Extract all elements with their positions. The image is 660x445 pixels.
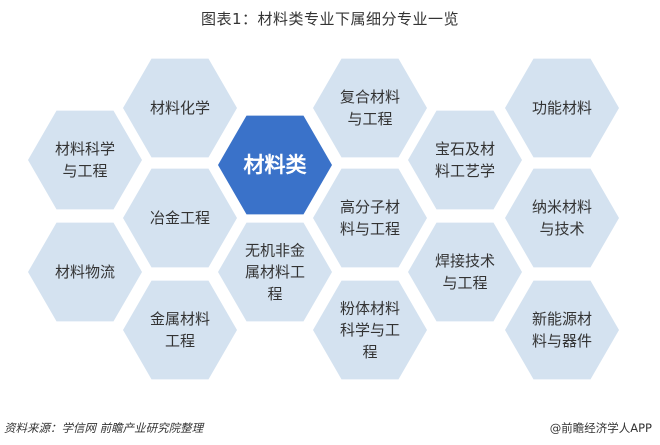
major-hexagon: 功能材料: [505, 58, 619, 158]
major-hexagon: 材料物流: [28, 222, 142, 322]
major-hexagon-shape: [123, 168, 237, 268]
major-hexagon-label: 与工程: [442, 274, 487, 292]
major-hexagon-label: 与工程: [62, 162, 107, 180]
major-hexagon-label: 材料物流: [55, 263, 115, 281]
major-hexagon-shape: [505, 280, 619, 380]
major-hexagon-label: 粉体材料: [340, 299, 400, 317]
major-hexagon-label: 材料科学: [55, 140, 115, 158]
major-hexagon-label: 料与工程: [340, 220, 400, 238]
major-hexagon-label: 科学与工: [340, 321, 400, 339]
page-title: 图表1：材料类专业下属细分专业一览: [200, 10, 460, 28]
major-hexagon-shape: [408, 222, 522, 322]
major-hexagon-label: 高分子材: [340, 198, 400, 216]
major-hexagon-label: 纳米材料: [532, 198, 592, 216]
major-hexagon-label: 新能源材: [532, 310, 592, 328]
center-hexagon-shape: [218, 115, 332, 215]
major-hexagon-shape: [505, 58, 619, 158]
major-hexagon-label: 金属材料: [150, 310, 210, 328]
major-hexagon-label: 属材料工: [245, 263, 305, 281]
major-hexagon-label: 料与器件: [532, 332, 592, 350]
center-hexagon-label: 材料类: [244, 153, 308, 177]
major-hexagon-shape: [218, 222, 332, 322]
source-note: 资料来源：学信网 前瞻产业研究院整理: [4, 421, 204, 435]
major-hexagon-shape: [313, 280, 427, 380]
major-hexagon-label: 复合材料: [340, 88, 400, 106]
brand-label: @前瞻经济学人APP: [549, 421, 652, 435]
major-hexagon-label: 功能材料: [532, 99, 592, 117]
major-hexagon-shape: [123, 58, 237, 158]
center-hexagon: 材料类: [218, 115, 332, 215]
major-hexagon-label: 无机非金: [245, 241, 305, 259]
major-hexagon-shape: [28, 222, 142, 322]
major-hexagon-shape: [123, 280, 237, 380]
major-hexagon-shape: [408, 110, 522, 210]
major-hexagon-label: 与工程: [347, 110, 392, 128]
major-hexagon-label: 与技术: [539, 220, 584, 238]
major-hexagon-label: 冶金工程: [150, 209, 210, 227]
major-hexagon-shape: [313, 58, 427, 158]
major-hexagon-label: 材料化学: [150, 99, 210, 117]
major-hexagon-shape: [313, 168, 427, 268]
major-hexagon-label: 焊接技术: [435, 252, 495, 270]
major-hexagon-label: 程: [267, 285, 282, 303]
major-hexagon-label: 程: [362, 343, 377, 361]
major-hexagon: 冶金工程: [123, 168, 237, 268]
major-hexagon-label: 宝石及材: [435, 140, 495, 158]
major-hexagon-label: 工程: [165, 332, 195, 350]
major-hexagon-shape: [28, 110, 142, 210]
major-hexagon-label: 料工艺学: [435, 162, 495, 180]
major-hexagon-shape: [505, 168, 619, 268]
major-hexagon: 材料化学: [123, 58, 237, 158]
